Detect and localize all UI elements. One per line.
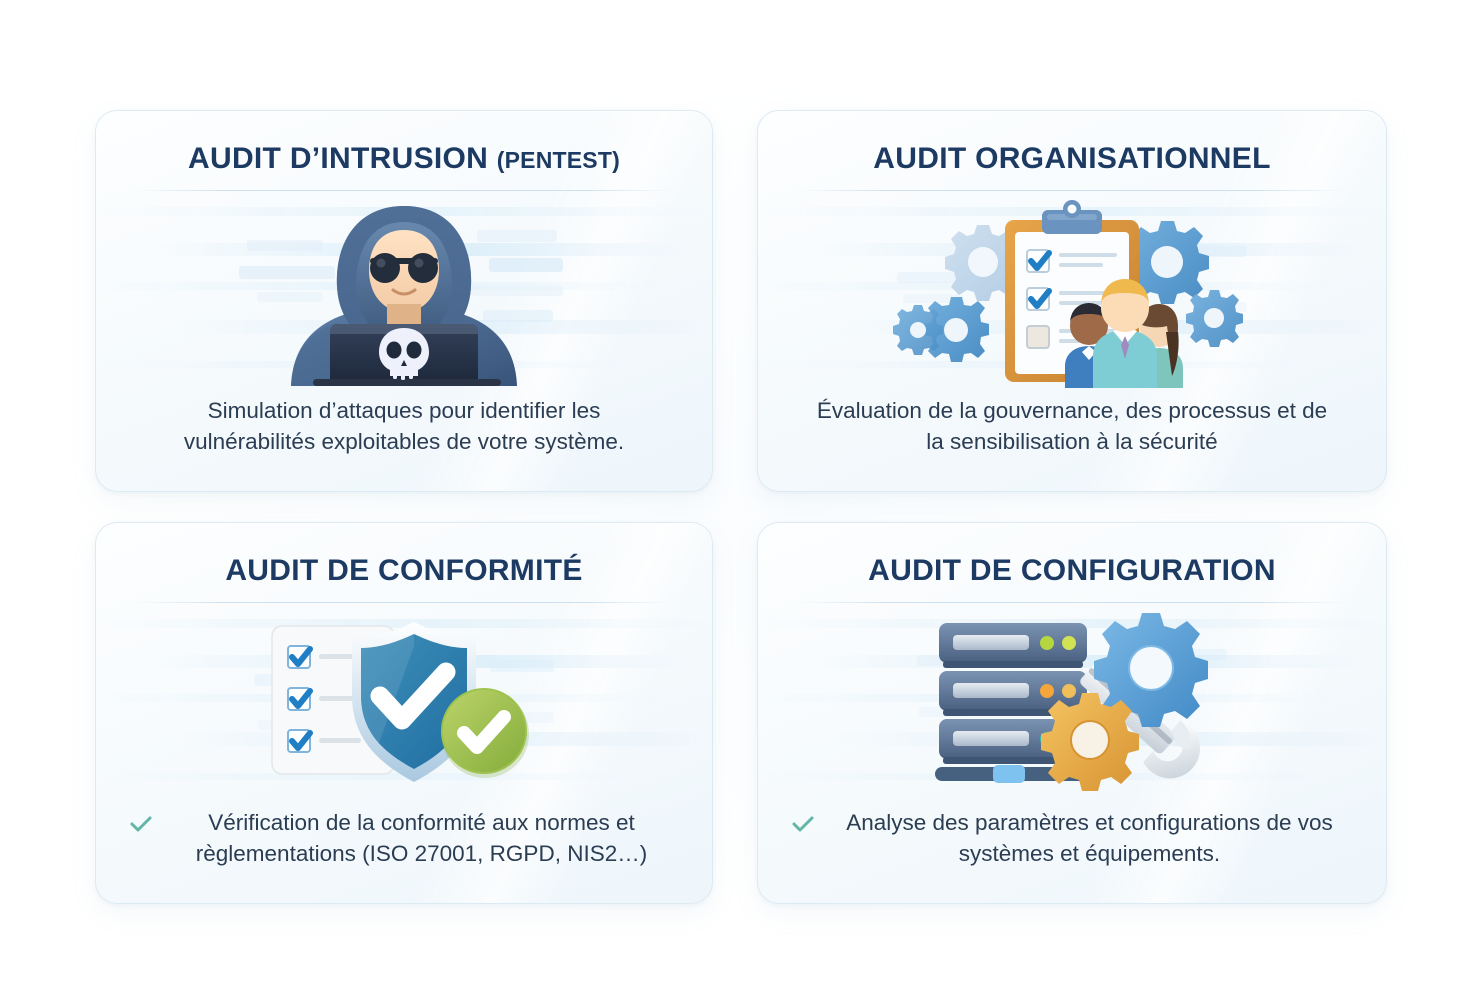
shield-checklist-badge-icon bbox=[96, 603, 712, 807]
title-divider bbox=[795, 601, 1349, 603]
card-description: Simulation d’attaques pour identifier le… bbox=[96, 395, 712, 491]
cards-grid: AUDIT D’INTRUSION (PENTEST) bbox=[95, 110, 1387, 904]
card-description: Évaluation de la gouvernance, des proces… bbox=[758, 395, 1386, 491]
card-description-text: Vérification de la conformité aux normes… bbox=[195, 809, 648, 866]
title-divider bbox=[795, 189, 1349, 191]
card-title-text: AUDIT ORGANISATIONNEL bbox=[873, 142, 1271, 175]
card-title: AUDIT D’INTRUSION (PENTEST) bbox=[188, 143, 620, 175]
card-description-text: Simulation d’attaques pour identifier le… bbox=[183, 397, 625, 454]
check-icon bbox=[792, 816, 814, 832]
check-icon bbox=[130, 816, 152, 832]
card-audit-conformite[interactable]: AUDIT DE CONFORMITÉ bbox=[95, 522, 713, 904]
card-audit-configuration[interactable]: AUDIT DE CONFIGURATION bbox=[757, 522, 1387, 904]
card-title-text: AUDIT DE CONFORMITÉ bbox=[225, 554, 583, 587]
card-title-text: AUDIT DE CONFIGURATION bbox=[868, 554, 1276, 587]
card-title-text: AUDIT D’INTRUSION bbox=[188, 142, 489, 175]
card-title: AUDIT DE CONFORMITÉ bbox=[225, 555, 582, 587]
hacker-laptop-skull-icon bbox=[96, 191, 712, 395]
card-audit-organisationnel[interactable]: AUDIT ORGANISATIONNEL bbox=[757, 110, 1387, 492]
clipboard-checklist-team-gears-icon bbox=[758, 191, 1386, 395]
server-rack-gears-wrench-icon bbox=[758, 603, 1386, 807]
card-audit-intrusion[interactable]: AUDIT D’INTRUSION (PENTEST) bbox=[95, 110, 713, 492]
card-description-text: Analyse des paramètres et configurations… bbox=[846, 809, 1333, 866]
title-divider bbox=[132, 189, 676, 191]
card-description: Vérification de la conformité aux normes… bbox=[96, 807, 712, 903]
card-title: AUDIT DE CONFIGURATION bbox=[868, 555, 1276, 587]
card-description-text: Évaluation de la gouvernance, des proces… bbox=[816, 397, 1328, 454]
title-divider bbox=[132, 601, 676, 603]
card-title-suffix: (PENTEST) bbox=[496, 147, 620, 173]
card-title: AUDIT ORGANISATIONNEL bbox=[873, 143, 1270, 175]
card-description: Analyse des paramètres et configurations… bbox=[758, 807, 1386, 903]
